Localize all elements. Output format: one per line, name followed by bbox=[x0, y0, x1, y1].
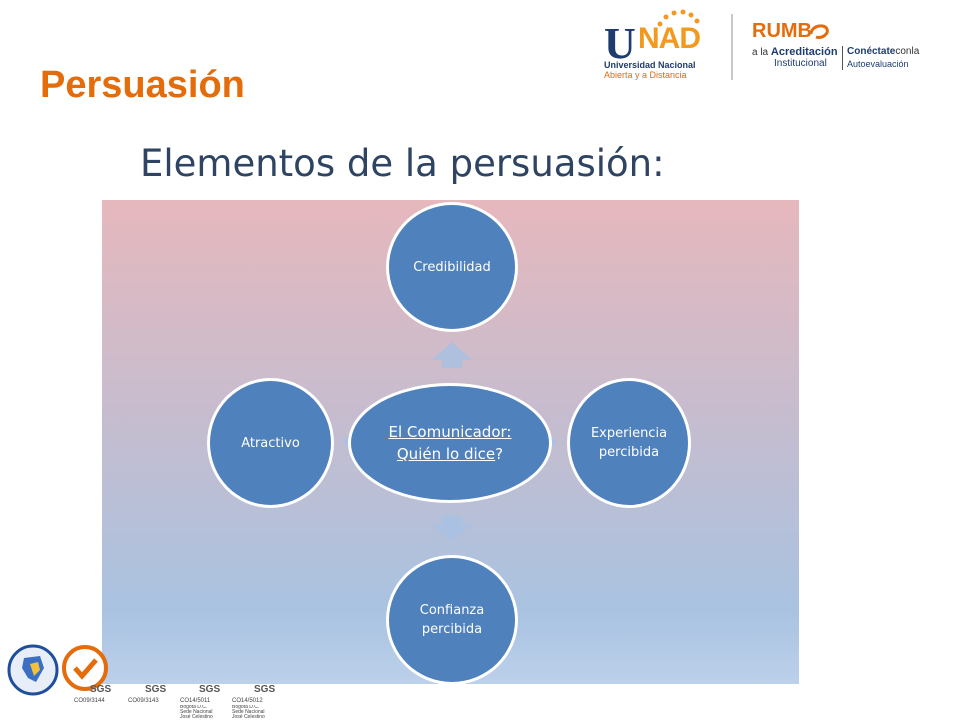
persuasion-diagram: Credibilidad Experiencia percibida Confi… bbox=[102, 200, 799, 685]
sgs-label-4: SGS bbox=[254, 684, 276, 695]
unad-logo: U NAD Universidad Nacional Abierta y a D… bbox=[602, 8, 712, 82]
cert-location-2: Bogotá D.C. Sede Nacional José Celestino… bbox=[232, 705, 265, 719]
rumbo-separator bbox=[842, 46, 843, 70]
rumbo-word: RUMB bbox=[752, 20, 812, 42]
cert-code-2: CO09/3143 bbox=[128, 698, 159, 704]
rumbo-institucional: Institucional bbox=[774, 58, 827, 69]
colombia-seal-icon bbox=[7, 644, 59, 696]
rumbo-logo: RUMB a la Acreditación Institucional Con… bbox=[752, 18, 942, 78]
node-atractivo: Atractivo bbox=[207, 378, 334, 508]
center-text-comunicador: El Comunicador: bbox=[388, 423, 512, 441]
center-text: El Comunicador: Quién lo dice? bbox=[371, 421, 529, 465]
rumbo-acreditacion: Acreditación bbox=[770, 46, 838, 58]
sgs-label-1: SGS bbox=[90, 684, 112, 695]
logo-divider bbox=[731, 14, 733, 80]
rumbo-conectate-bold: Conéctate bbox=[847, 46, 896, 57]
cert-seal-colombia bbox=[6, 640, 60, 700]
arrow-up-icon bbox=[432, 342, 472, 368]
rumbo-autoevaluacion: Autoevaluación bbox=[847, 59, 909, 69]
unad-dots-icon bbox=[657, 9, 700, 27]
sgs-label-2: SGS bbox=[145, 684, 167, 695]
center-text-quien: Quién lo dice bbox=[396, 445, 496, 463]
sgs-label-3: SGS bbox=[199, 684, 221, 695]
rumbo-prefix: a la bbox=[752, 47, 769, 58]
node-experiencia-percibida: Experiencia percibida bbox=[567, 378, 691, 508]
node-el-comunicador: El Comunicador: Quién lo dice? bbox=[348, 383, 552, 503]
cert-code-1: CO09/3144 bbox=[74, 698, 105, 704]
rumbo-swirl-icon bbox=[809, 24, 829, 39]
rumbo-conectate: Conéctateconla bbox=[847, 46, 919, 58]
arrow-down-icon bbox=[432, 516, 472, 542]
rumbo-con-la: conla bbox=[895, 46, 920, 57]
cert-location-1: Bogotá D.C. Sede Nacional José Celestino… bbox=[180, 705, 213, 719]
unad-u-letter: U bbox=[604, 19, 636, 68]
check-seal-icon bbox=[62, 645, 108, 691]
cert-seal-check bbox=[62, 645, 108, 691]
unad-name-line2: Abierta y a Distancia bbox=[604, 70, 687, 80]
cert-code-4: CO14/5012 bbox=[232, 698, 263, 704]
slide-subtitle: Elementos de la persuasión: bbox=[140, 142, 665, 185]
node-credibilidad: Credibilidad bbox=[386, 202, 518, 332]
node-confianza-percibida: Confianza percibida bbox=[386, 555, 518, 685]
cert-code-3: CO14/5011 bbox=[180, 698, 211, 704]
unad-nad-letters: NAD bbox=[638, 22, 701, 55]
rumbo-line1: a la Acreditación bbox=[752, 46, 838, 59]
center-text-suffix: ? bbox=[495, 445, 504, 463]
unad-name-line1: Universidad Nacional bbox=[604, 60, 696, 70]
slide-title: Persuasión bbox=[40, 64, 245, 106]
